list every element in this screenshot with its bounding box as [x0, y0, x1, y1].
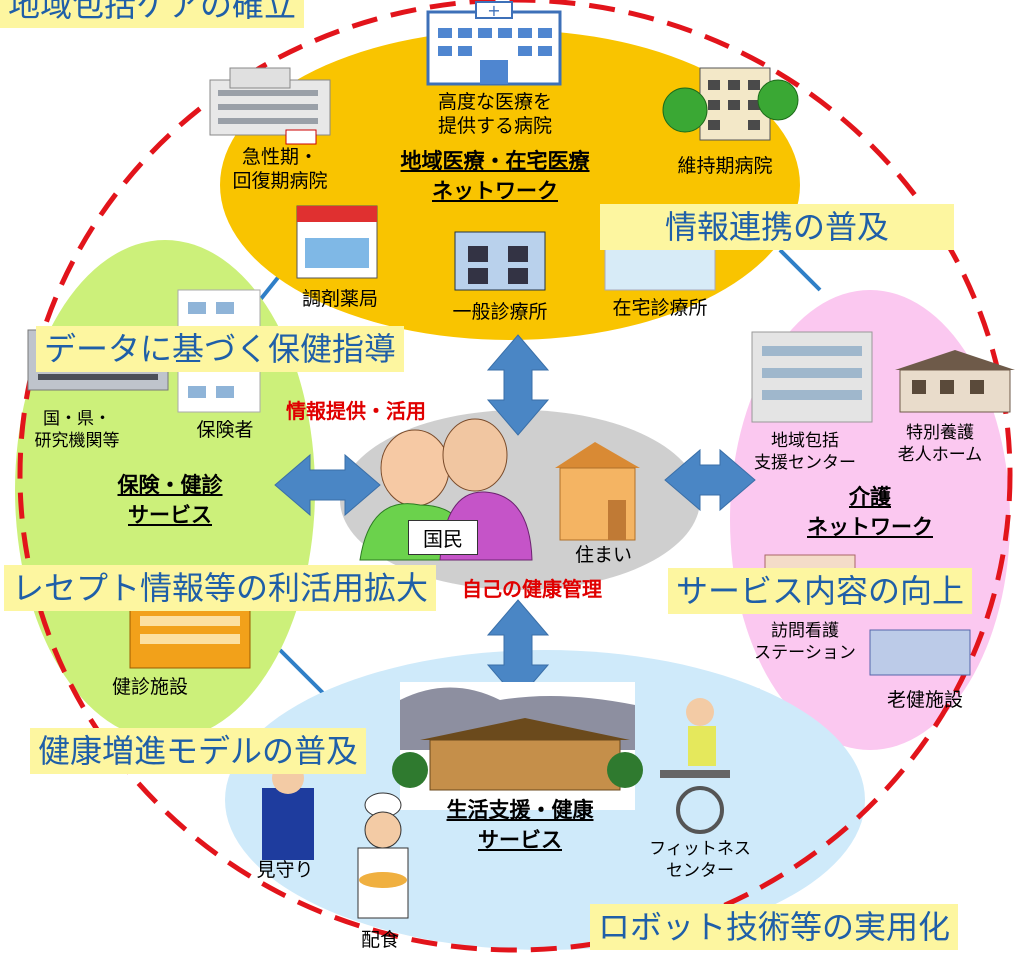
care-network-title: 介護 ネットワーク [800, 482, 940, 542]
country-line1: 国・県・ [43, 409, 111, 429]
banner-robot: ロボット技術等の実用化 [590, 904, 959, 950]
banner-data-guidance: データに基づく保健指導 [36, 326, 405, 372]
country-label: 国・県・ 研究機関等 [22, 408, 132, 452]
life-network-line2: サービス [478, 828, 562, 852]
medical-network-line1: 地域医療・在宅医療 [400, 149, 590, 173]
checkup-facility-label: 健診施設 [111, 676, 188, 698]
house-icon [555, 442, 640, 541]
country-line2: 研究機関等 [34, 431, 120, 451]
arrow-up-down-top [486, 334, 550, 436]
center-line1: 地域包括 [771, 431, 839, 451]
care-network-line2: ネットワーク [807, 515, 933, 539]
center-ellipse [340, 410, 700, 590]
advanced-hospital-line1: 高度な医療を [437, 91, 552, 113]
insurance-network-line2: サービス [128, 503, 212, 527]
nursing-home-label: 特別養護 老人ホーム [880, 422, 1000, 466]
elderly-facility-label: 老健施設 [886, 689, 963, 711]
general-clinic-icon [454, 231, 546, 291]
info-provide-label: 情報提供・活用 [286, 399, 426, 423]
title-banner: 地域包括ケアの確立 [0, 0, 305, 28]
general-clinic-label: 一般診療所 [452, 301, 548, 323]
citizen-label: 国民 [408, 520, 478, 555]
pharmacy-label: 調剤薬局 [301, 288, 378, 310]
regional-center-label: 地域包括 支援センター [745, 430, 865, 474]
acute-hospital-label: 急性期・ 回復期病院 [215, 145, 345, 193]
nursing-home-line2: 老人ホーム [897, 445, 983, 465]
residence-label: 住まい [575, 544, 633, 566]
medical-network-title: 地域医療・在宅医療 ネットワーク [360, 146, 630, 206]
insurer-label: 保険者 [196, 419, 254, 441]
acute-hospital-icon [209, 67, 331, 145]
fitness-line2: センター [666, 861, 734, 881]
insurance-network-title: 保険・健診 サービス [90, 470, 250, 530]
visiting-line2: ステーション [754, 643, 856, 663]
maintenance-hospital-label: 維持期病院 [677, 155, 773, 177]
elderly-facility-icon [869, 629, 971, 676]
care-network-line1: 介護 [849, 485, 891, 509]
advanced-hospital-line2: 提供する病院 [437, 115, 552, 137]
nursing-home-line1: 特別養護 [906, 423, 974, 443]
life-network-title: 生活支援・健康 サービス [405, 795, 635, 855]
banner-service-quality: サービス内容の向上 [668, 568, 973, 614]
fitness-label: フィットネス センター [645, 838, 755, 882]
boundary-circle [17, 0, 1013, 953]
center-line2: 支援センター [754, 453, 856, 473]
arrow-left-right-left [274, 453, 381, 517]
insurance-network-line1: 保険・健診 [117, 473, 223, 497]
pharmacy-icon [296, 205, 378, 279]
life-network-line1: 生活支援・健康 [446, 798, 594, 822]
acute-line2: 回復期病院 [232, 170, 328, 192]
home-clinic-label: 在宅診療所 [612, 297, 708, 319]
visiting-station-label: 訪問看護 ステーション [745, 620, 865, 664]
cook-icon [357, 792, 409, 919]
arrow-left-right-right [664, 448, 756, 512]
meal-label: 配食 [360, 929, 399, 951]
self-care-label: 自己の健康管理 [462, 577, 602, 601]
community-center-icon [392, 682, 643, 810]
maintenance-hospital-icon [662, 67, 799, 141]
svg-text:+: + [487, 1, 500, 20]
fitness-icon [660, 698, 730, 834]
medical-network-line2: ネットワーク [432, 179, 558, 203]
nursing-home-icon [895, 350, 1015, 413]
banner-info-link: 情報連携の普及 [600, 204, 954, 250]
visiting-line1: 訪問看護 [771, 621, 839, 641]
banner-health-model: 健康増進モデルの普及 [30, 728, 367, 774]
regional-center-icon [751, 331, 873, 423]
advanced-hospital-icon: + [426, 1, 562, 86]
advanced-hospital-label: 高度な医療を 提供する病院 [425, 90, 565, 138]
watch-label: 見守り [256, 859, 314, 881]
banner-receipt: レセプト情報等の利活用拡大 [4, 565, 437, 611]
fitness-line1: フィットネス [649, 839, 751, 859]
acute-line1: 急性期・ [241, 146, 318, 168]
